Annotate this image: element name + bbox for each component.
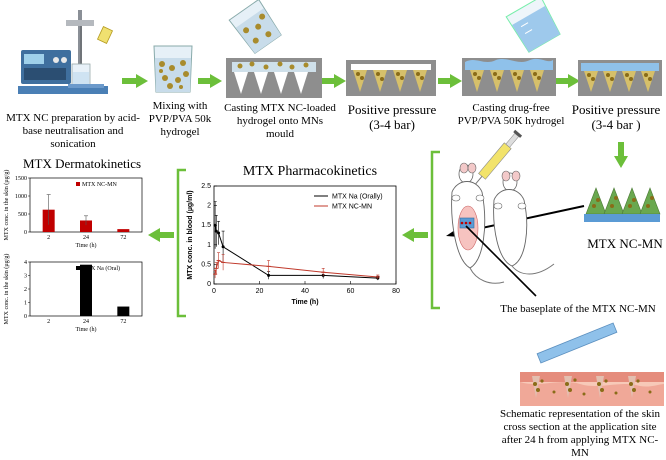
- pk-series-line: [214, 225, 378, 279]
- pk-ytick-label: 2.5: [201, 183, 211, 190]
- flow-arrow-1: [122, 74, 148, 88]
- pk-xtick-label: 20: [256, 288, 264, 295]
- drug-free-beaker-illustration: [505, 0, 561, 53]
- flow-arrow-3: [322, 74, 346, 88]
- pk-legend-label: MTX Na (Orally): [332, 194, 383, 201]
- flow-arrow-to-pk: [402, 228, 428, 242]
- derm-bottom-xtick-label: 24: [83, 319, 89, 325]
- rats-illustration: [451, 129, 555, 284]
- step-1-caption: MTX NC preparation by acid-base neutrali…: [6, 112, 140, 150]
- pk-xtick-label: 40: [301, 288, 309, 295]
- rats-bracket: [430, 150, 440, 310]
- derm-bottom-bar: [117, 306, 130, 316]
- pk-series-line: [214, 259, 378, 278]
- derm-top-legend-swatch: [76, 182, 80, 186]
- derm-bottom-bar: [80, 264, 92, 316]
- pressurised-mould-illustration: [346, 60, 436, 96]
- pk-xtick-label: 60: [347, 288, 355, 295]
- schematic-caption: Schematic representation of the skin cro…: [499, 408, 661, 459]
- baseplate-strip: [536, 322, 618, 364]
- pk-ytick-label: 0.5: [201, 261, 211, 268]
- derm-bottom-ytick-label: 4: [24, 260, 27, 266]
- derm-bottom-ytick-label: 1: [24, 301, 27, 307]
- derm-top-bar: [80, 220, 92, 232]
- pk-yaxis-label: MTX conc. in blood (µg/ml): [187, 190, 194, 279]
- pk-data-point: [267, 273, 271, 277]
- final-pressure-mould-illustration: [578, 60, 662, 96]
- drug-free-casting-illustration: [462, 58, 556, 96]
- derm-bottom-ytick-label: 0: [24, 314, 27, 320]
- step-6-caption: Positive pressure (3-4 bar ): [571, 102, 661, 132]
- derm-top-yaxis-label: MTX conc. in the skin (µg/g): [3, 170, 10, 241]
- beaker-mixing-illustration: [153, 45, 193, 93]
- derm-top-ytick-label: 1500: [15, 176, 27, 182]
- derm-bottom-legend-swatch: [76, 266, 80, 270]
- baseplate-caption: The baseplate of the MTX NC-MN: [500, 303, 656, 315]
- derm-top-xtick-label: 72: [120, 235, 126, 241]
- pk-data-point: [217, 231, 221, 235]
- flow-arrow-2: [198, 74, 222, 88]
- sonicator-illustration: [18, 10, 114, 94]
- pk-bracket: [176, 168, 186, 318]
- derm-bottom-xtick-label: 2: [47, 319, 50, 325]
- derm-bottom-xtick-label: 72: [120, 319, 126, 325]
- mtx-nc-mn-patch: [584, 187, 661, 222]
- mould-casting-illustration: [226, 58, 322, 98]
- step-2-caption: Mixing with PVP/PVA 50k hydrogel: [148, 100, 212, 138]
- flow-arrow-4: [438, 74, 462, 88]
- step-4-caption: Positive pressure (3-4 bar): [347, 102, 437, 132]
- pk-ytick-label: 1: [207, 242, 211, 249]
- derm-top-ytick-label: 500: [18, 212, 27, 218]
- pk-ytick-label: 1.5: [201, 222, 211, 229]
- derm-top-xtick-label: 24: [83, 235, 89, 241]
- derm-top-legend-label: MTX NC-MN: [82, 182, 118, 188]
- flow-arrow-down: [614, 142, 628, 168]
- pk-legend-label: MTX NC-MN: [332, 204, 372, 211]
- derm-top-ytick-label: 1000: [15, 194, 27, 200]
- derm-top-xaxis-label: Time (h): [76, 242, 97, 249]
- derm-top-xtick-label: 2: [47, 235, 50, 241]
- pk-xaxis-label: Time (h): [291, 299, 318, 306]
- derm-bottom-ytick-label: 2: [24, 287, 27, 293]
- step-5-caption: Casting drug-free PVP/PVA 50K hydrogel: [457, 102, 565, 127]
- derm-top-ytick-label: 0: [24, 230, 27, 236]
- baseplate-pointer: [465, 225, 537, 297]
- pk-data-point: [221, 245, 225, 249]
- derm-bottom-legend-label: MTX Na (Oral): [82, 265, 120, 272]
- pk-data-point: [213, 223, 217, 227]
- flow-arrow-5: [556, 74, 580, 88]
- pk-data-point: [214, 229, 218, 233]
- derm-bottom-yaxis-label: MTX conc. in the skin (µg/g): [3, 254, 10, 325]
- derm-bottom-ytick-label: 3: [24, 274, 27, 280]
- step-7-caption: MTX NC-MN: [587, 236, 663, 251]
- derm-bottom-xaxis-label: Time (h): [76, 326, 97, 333]
- pk-xtick-label: 80: [392, 288, 400, 295]
- pk-plot-frame: [213, 185, 397, 285]
- derm-chart-title: MTX Dermatokinetics: [22, 156, 142, 171]
- skin-cross-section: [520, 372, 664, 406]
- pk-xtick-label: 0: [212, 288, 216, 295]
- pk-ytick-label: 0: [207, 281, 211, 288]
- flow-arrow-to-derm: [148, 228, 174, 242]
- step-3-caption: Casting MTX NC-loaded hydrogel onto MNs …: [224, 102, 336, 140]
- derm-top-bar: [117, 229, 130, 232]
- pk-ytick-label: 2: [207, 203, 211, 210]
- pouring-beaker-illustration: [228, 0, 282, 55]
- pk-chart-title: MTX Pharmacokinetics: [242, 164, 378, 179]
